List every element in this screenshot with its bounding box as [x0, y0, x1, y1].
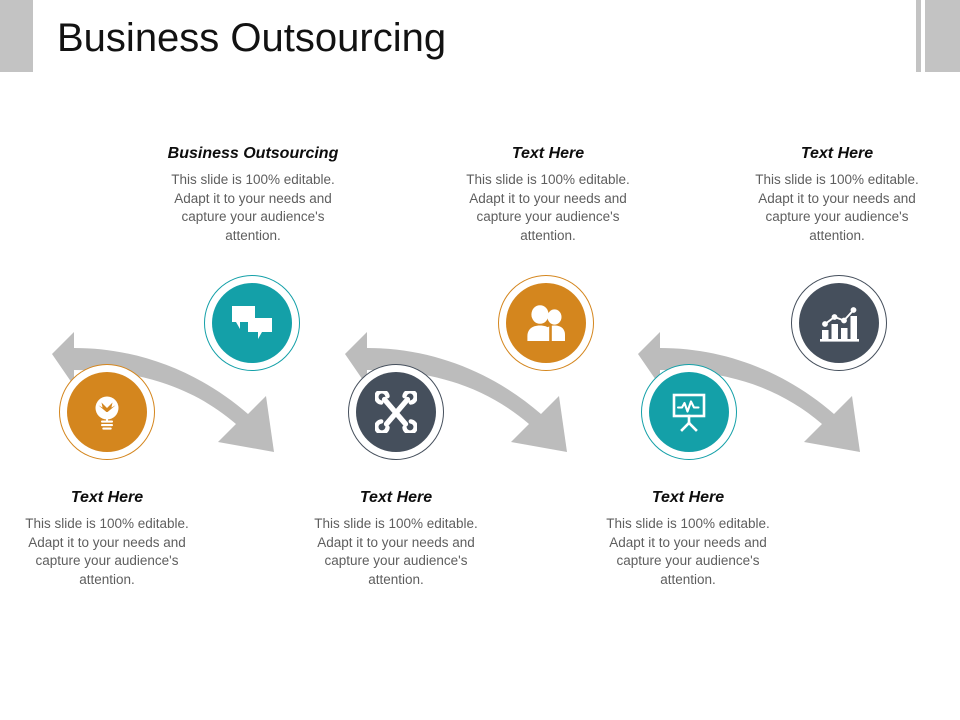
tools-wrench-icon	[375, 391, 417, 433]
presentation-chart-icon	[672, 393, 706, 432]
text-block-bottom-3: Text Here This slide is 100% editable. A…	[588, 488, 788, 589]
node-disc	[799, 283, 879, 363]
node-disc	[67, 372, 147, 452]
header-accent-bar-right-wide	[925, 0, 960, 72]
text-block-body: This slide is 100% editable. Adapt it to…	[606, 516, 770, 587]
node-presentation[interactable]	[641, 364, 737, 460]
node-analytics[interactable]	[791, 275, 887, 371]
text-block-heading: Business Outsourcing	[167, 145, 339, 162]
node-disc	[212, 283, 292, 363]
node-disc	[649, 372, 729, 452]
node-chat[interactable]	[204, 275, 300, 371]
text-block-heading: Text Here	[70, 489, 144, 506]
text-block-heading: Text Here	[359, 489, 433, 506]
text-block-body: This slide is 100% editable. Adapt it to…	[25, 516, 189, 587]
text-block-heading: Text Here	[511, 145, 585, 162]
node-disc	[506, 283, 586, 363]
header-accent-bar-right-thin	[916, 0, 921, 72]
text-block-bottom-2: Text Here This slide is 100% editable. A…	[296, 488, 496, 589]
text-block-top-1: Business Outsourcing This slide is 100% …	[124, 144, 382, 245]
chat-bubbles-icon	[232, 306, 272, 339]
lightbulb-icon	[95, 396, 119, 430]
text-block-top-3: Text Here This slide is 100% editable. A…	[737, 144, 937, 245]
text-block-body: This slide is 100% editable. Adapt it to…	[314, 516, 478, 587]
people-group-icon	[527, 305, 565, 342]
text-block-body: This slide is 100% editable. Adapt it to…	[466, 172, 630, 243]
text-block-body: This slide is 100% editable. Adapt it to…	[755, 172, 919, 243]
text-block-heading: Text Here	[800, 145, 874, 162]
node-people[interactable]	[498, 275, 594, 371]
node-tools[interactable]	[348, 364, 444, 460]
page-title: Business Outsourcing	[57, 16, 447, 60]
text-block-bottom-1: Text Here This slide is 100% editable. A…	[7, 488, 207, 589]
text-block-top-2: Text Here This slide is 100% editable. A…	[448, 144, 648, 245]
node-lightbulb[interactable]	[59, 364, 155, 460]
text-block-body: This slide is 100% editable. Adapt it to…	[171, 172, 335, 243]
bar-chart-growth-icon	[820, 307, 859, 342]
slide-header: Business Outsourcing	[0, 0, 960, 72]
header-accent-bar-left	[0, 0, 33, 72]
node-disc	[356, 372, 436, 452]
text-block-heading: Text Here	[651, 489, 725, 506]
